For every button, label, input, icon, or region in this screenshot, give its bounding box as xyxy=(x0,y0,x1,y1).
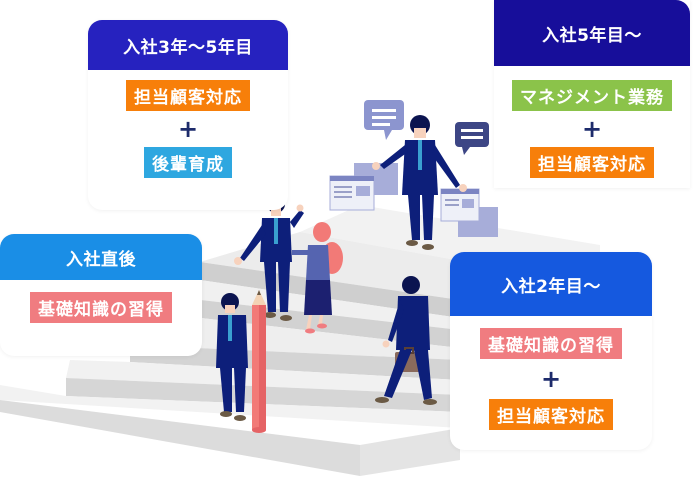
document-window-icon xyxy=(329,163,398,211)
card-year3to5-title: 入社3年〜5年目 xyxy=(88,20,288,70)
manager-figure xyxy=(372,115,467,250)
document-window-icon xyxy=(440,188,498,237)
speech-bubble-icon xyxy=(364,100,404,140)
walking-employee-figure xyxy=(375,276,437,405)
tag-junior-training: 後輩育成 xyxy=(144,147,232,178)
speech-bubble-dark-icon xyxy=(455,122,489,155)
new-employee-figure xyxy=(216,293,248,421)
pencil-icon xyxy=(252,290,266,433)
tag-customer-handling: 担当顧客対応 xyxy=(126,80,250,111)
tag-basic-knowledge: 基礎知識の習得 xyxy=(480,328,622,359)
card-year5plus-title: 入社5年目〜 xyxy=(494,0,690,66)
tag-customer-handling: 担当顧客対応 xyxy=(530,147,654,178)
woman-figure xyxy=(292,222,343,334)
card-start-title: 入社直後 xyxy=(0,234,202,280)
tag-basic-knowledge: 基礎知識の習得 xyxy=(30,292,172,323)
card-year5plus: 入社5年目〜 マネジメント業務 + 担当顧客対応 xyxy=(494,0,690,188)
plus-icon: + xyxy=(540,365,562,393)
card-year3to5: 入社3年〜5年目 担当顧客対応 + 後輩育成 xyxy=(88,20,288,210)
plus-icon: + xyxy=(177,115,199,143)
card-year2-title: 入社2年目〜 xyxy=(450,252,652,316)
card-start: 入社直後 基礎知識の習得 xyxy=(0,234,202,356)
card-year2: 入社2年目〜 基礎知識の習得 + 担当顧客対応 xyxy=(450,252,652,450)
tag-management: マネジメント業務 xyxy=(512,80,672,111)
plus-icon: + xyxy=(581,115,603,143)
tag-customer-handling: 担当顧客対応 xyxy=(489,399,613,430)
